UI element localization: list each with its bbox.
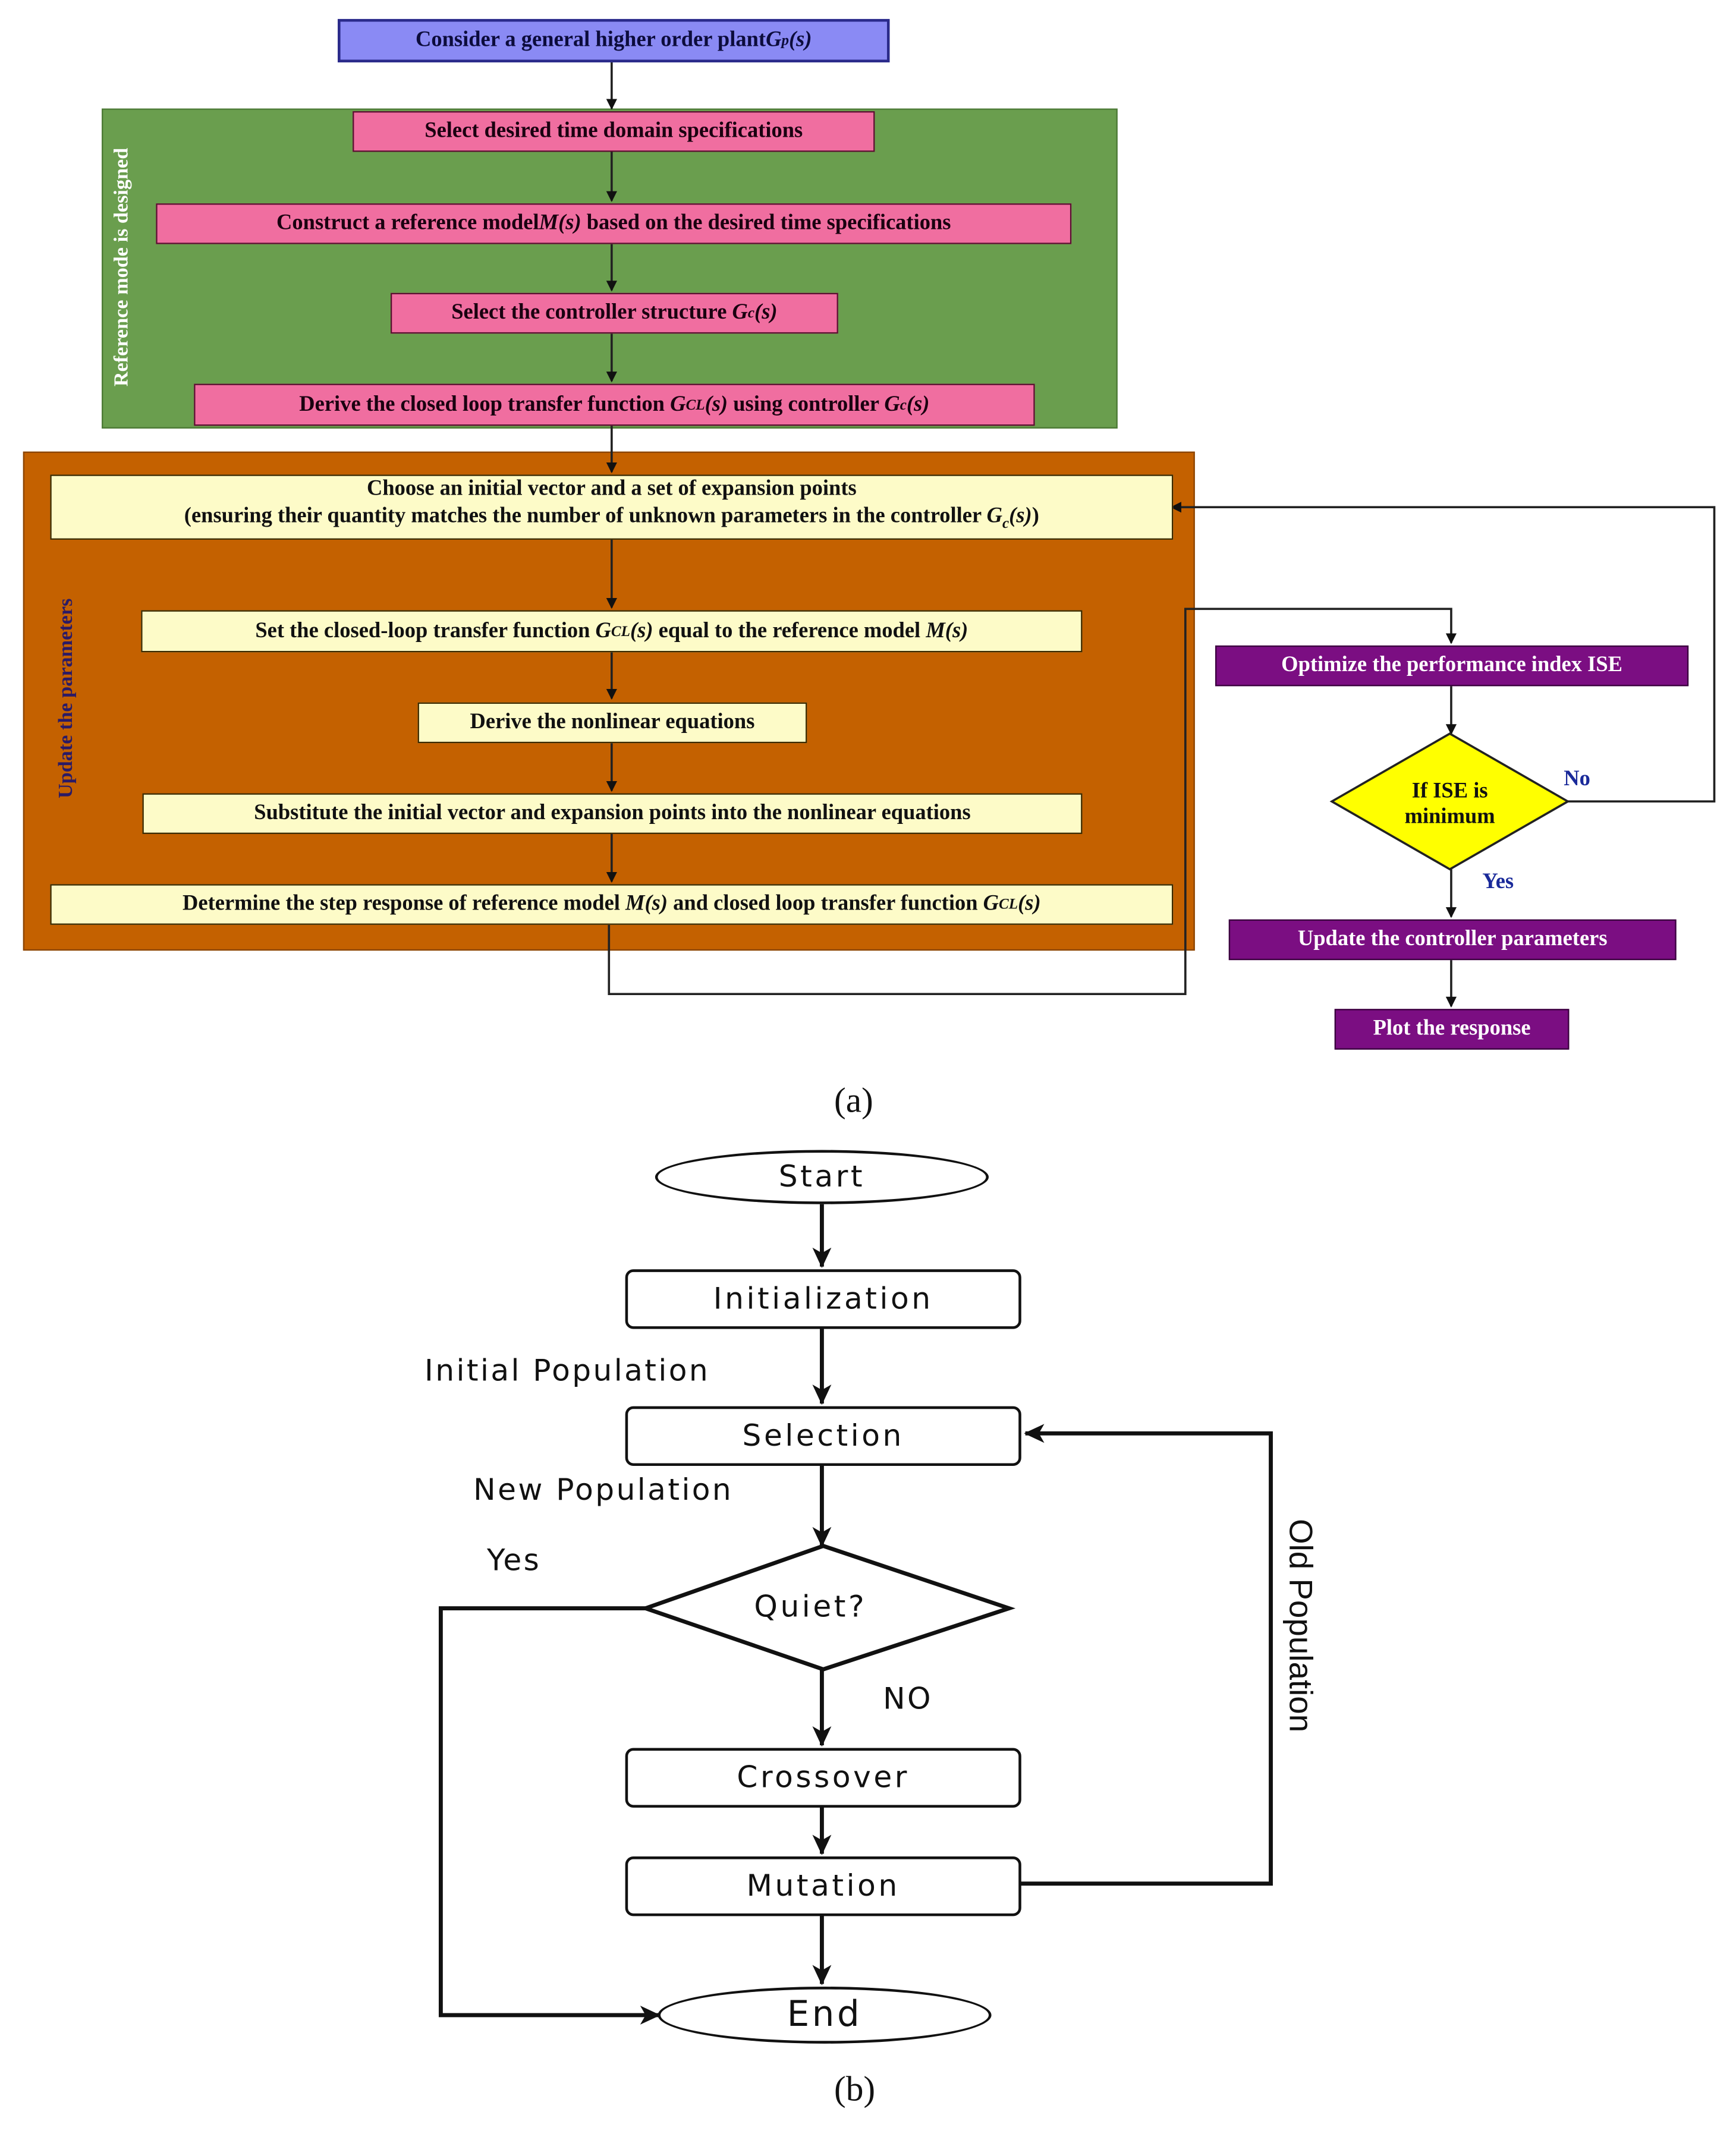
new-population-label: New Population	[473, 1474, 734, 1508]
end-terminal: End	[658, 1987, 992, 2044]
crossover-box: Crossover	[625, 1748, 1021, 1808]
update-controller-box: Update the controller parameters	[1228, 919, 1677, 961]
ise-decision-diamond	[1329, 732, 1570, 871]
select-specs-box: Select desired time domain specification…	[353, 111, 875, 152]
optimize-ise-box: Optimize the performance index ISE	[1215, 645, 1689, 687]
quiet-decision-diamond	[639, 1544, 1016, 1672]
no-feedback-arrow	[1170, 502, 1716, 803]
no-label-b: NO	[883, 1683, 933, 1717]
yes-label-b: Yes	[486, 1544, 542, 1579]
construct-reference-box: Construct a reference model M(s) based o…	[156, 203, 1072, 244]
step-response-box: Determine the step response of reference…	[50, 884, 1174, 925]
closed-loop-tf-box: Derive the closed loop transfer function…	[194, 383, 1035, 426]
quiet-decision-label: Quiet?	[754, 1590, 867, 1625]
yes-to-end-arrow	[438, 1606, 661, 2025]
initial-vector-box: Choose an initial vector and a set of ex…	[50, 474, 1174, 540]
substitute-box: Substitute the initial vector and expans…	[142, 793, 1083, 834]
no-label-a: No	[1564, 767, 1590, 791]
selection-box: Selection	[625, 1406, 1021, 1466]
yes-label-a: Yes	[1482, 870, 1514, 894]
old-population-loop	[1020, 1424, 1273, 1886]
old-population-label: Old Population	[1281, 1519, 1319, 1733]
caption-b: (b)	[834, 2069, 876, 2109]
loop-to-optimize-arrow	[608, 608, 1457, 995]
nonlinear-equations-box: Derive the nonlinear equations	[417, 702, 807, 744]
caption-a: (a)	[834, 1081, 873, 1121]
initial-population-label: Initial Population	[424, 1354, 710, 1389]
mutation-box: Mutation	[625, 1856, 1021, 1916]
initialization-box: Initialization	[625, 1269, 1021, 1329]
decision-text: If ISE is minimum	[1404, 779, 1495, 829]
plot-response-box: Plot the response	[1334, 1009, 1570, 1050]
start-terminal: Start	[655, 1150, 989, 1204]
